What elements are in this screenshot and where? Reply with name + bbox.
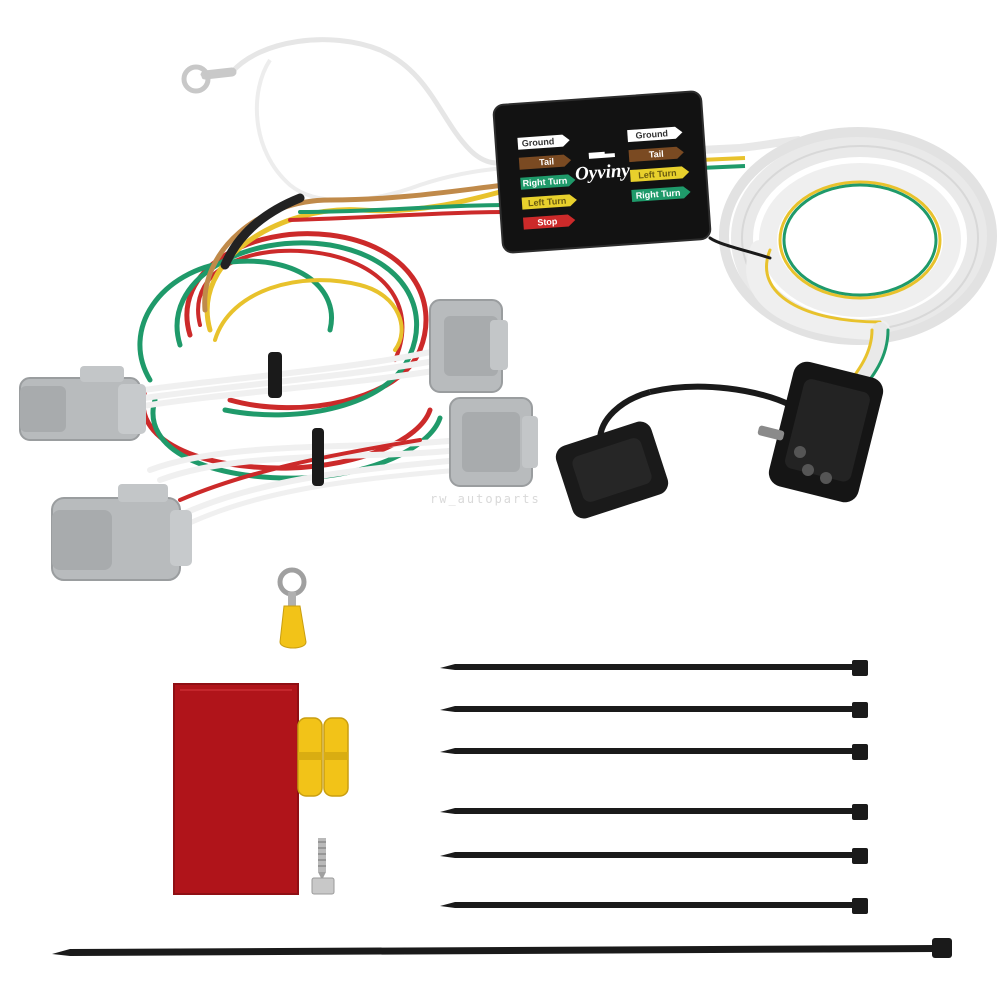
ring-terminal-accessory bbox=[277, 567, 307, 649]
watermark-text: rw_autoparts bbox=[430, 492, 541, 506]
left-signal-labels: Ground Tail Right Turn Left Turn Stop bbox=[517, 134, 577, 230]
flat-wire-coil bbox=[708, 127, 997, 408]
label-left-turn-out: Left Turn bbox=[638, 168, 677, 181]
converter-module: Ground Tail Right Turn Left Turn Stop Gr… bbox=[492, 90, 801, 254]
brand-name: Oyviny bbox=[574, 160, 631, 185]
white-harness bbox=[127, 347, 463, 533]
label-right-turn-in: Right Turn bbox=[522, 175, 567, 188]
vehicle-connector-left-top bbox=[19, 366, 146, 441]
connector-dust-cap bbox=[555, 421, 669, 519]
label-ground-in: Ground bbox=[521, 136, 554, 148]
label-left-turn-in: Left Turn bbox=[528, 196, 567, 209]
zip-tie bbox=[440, 702, 868, 718]
trailer-icon bbox=[588, 151, 615, 159]
zip-tie bbox=[440, 660, 868, 676]
zip-tie bbox=[440, 898, 868, 914]
butt-connectors bbox=[297, 717, 349, 797]
label-tail-in: Tail bbox=[539, 156, 555, 167]
right-signal-labels: Ground Tail Left Turn Right Turn bbox=[627, 126, 691, 202]
zip-tie-long bbox=[52, 938, 952, 958]
zip-tie bbox=[440, 744, 868, 760]
ring-terminal-icon bbox=[181, 64, 211, 94]
harness-zip-ties bbox=[268, 352, 324, 486]
self-tapping-screw bbox=[311, 838, 335, 895]
zip-tie bbox=[440, 848, 868, 864]
label-tail-out: Tail bbox=[649, 149, 665, 160]
trailer-4pin-connector bbox=[597, 361, 884, 503]
vehicle-connector-left-bottom bbox=[51, 484, 192, 581]
label-right-turn-out: Right Turn bbox=[635, 188, 680, 201]
label-stop-in: Stop bbox=[537, 216, 558, 227]
adhesive-pad bbox=[173, 683, 299, 895]
zip-tie bbox=[440, 804, 868, 820]
vehicle-connector-right-top bbox=[429, 299, 508, 393]
brand-logo: Oyviny bbox=[574, 151, 631, 185]
vehicle-connector-right-bottom bbox=[449, 397, 538, 487]
zip-ties-short bbox=[440, 660, 868, 914]
label-ground-out: Ground bbox=[635, 128, 668, 140]
ground-wire bbox=[200, 37, 512, 203]
wire-coil bbox=[137, 182, 508, 481]
